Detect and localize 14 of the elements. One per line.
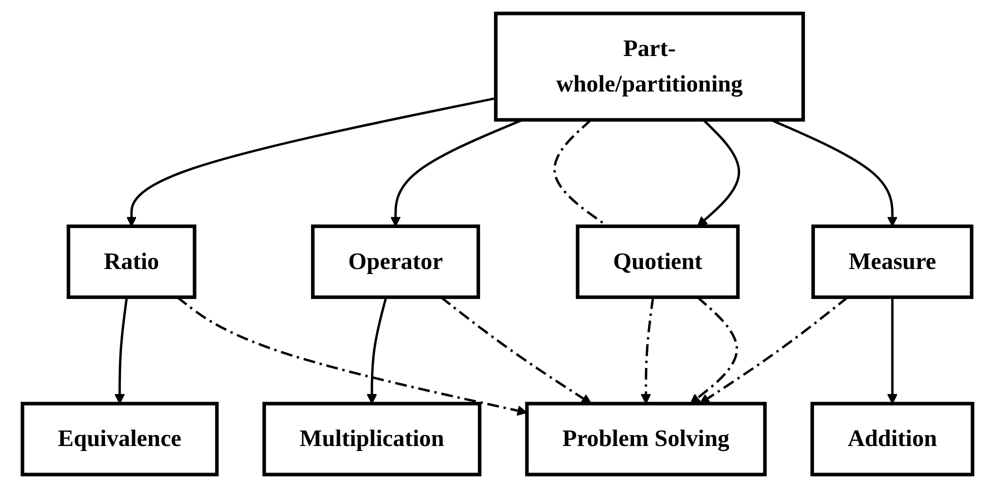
node-box: Quotient [576, 224, 740, 299]
arrow [640, 297, 654, 404]
arrow [114, 297, 128, 404]
arrow [697, 119, 740, 227]
node-box: Operator [311, 224, 480, 299]
arrow [887, 297, 898, 404]
node-box: Equivalence [20, 402, 219, 476]
node-box: Measure [811, 224, 974, 299]
node-box: Addition [810, 402, 974, 476]
node-box: Problem Solving [525, 402, 767, 476]
arrow [366, 296, 388, 404]
node-box: Ratio [66, 224, 196, 299]
node-box: Multiplication [262, 402, 482, 476]
node-box: Part-whole/partitioning [494, 12, 805, 122]
